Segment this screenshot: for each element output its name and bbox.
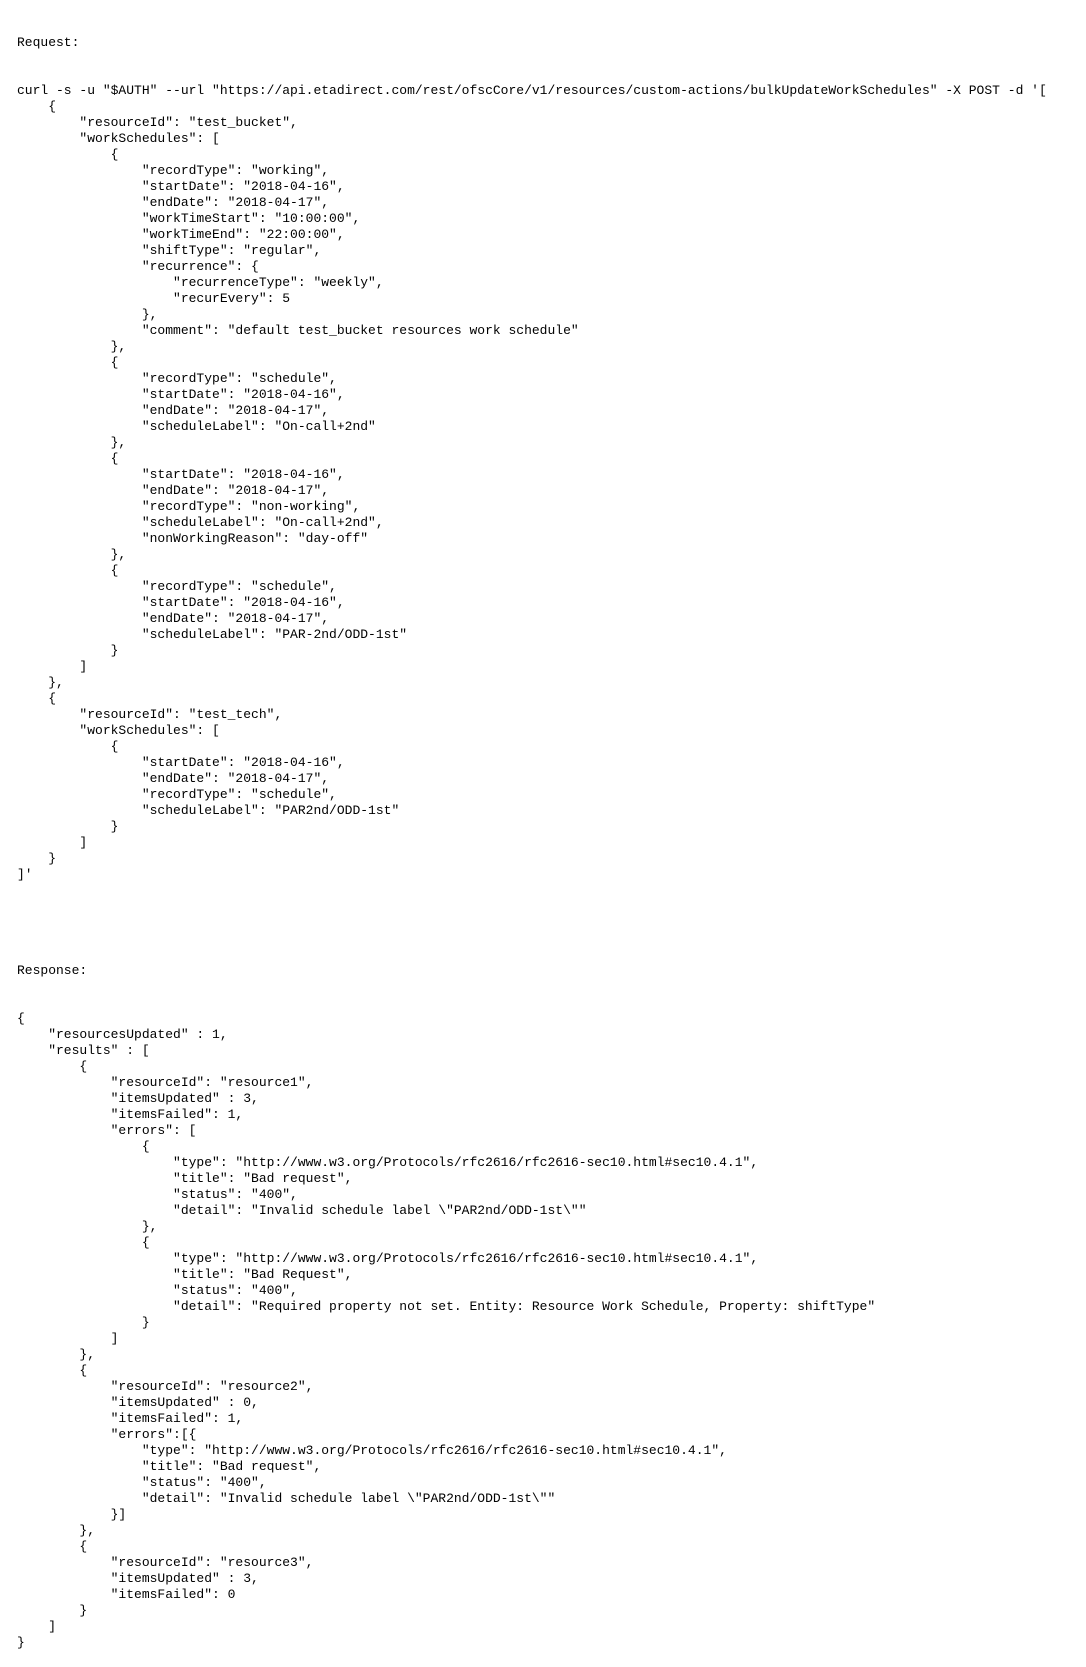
response-code-line: "resourceId": "resource1", [17, 1075, 314, 1090]
response-code-line: { [17, 1363, 88, 1378]
request-code-line: "workSchedules": [ [17, 131, 220, 146]
response-code-line: { [17, 1011, 25, 1026]
response-code-line: "status": "400", [17, 1475, 267, 1490]
request-code-line: }, [17, 675, 64, 690]
response-code-line: ] [17, 1331, 119, 1346]
response-code-line: "detail": "Invalid schedule label \"PAR2… [17, 1491, 556, 1506]
request-code-line: "endDate": "2018-04-17", [17, 611, 330, 626]
request-code-line: { [17, 691, 57, 706]
request-code-line: "nonWorkingReason": "day-off" [17, 531, 369, 546]
request-code-line: } [17, 819, 119, 834]
request-code-line: "endDate": "2018-04-17", [17, 771, 330, 786]
request-code-line: curl -s -u "$AUTH" --url "https://api.et… [17, 83, 1047, 98]
response-code-line: }, [17, 1219, 158, 1234]
response-code-line: "itemsFailed": 1, [17, 1411, 244, 1426]
request-code-line: "recordType": "schedule", [17, 787, 337, 802]
request-code-line: "startDate": "2018-04-16", [17, 755, 345, 770]
request-code-line: } [17, 643, 119, 658]
response-code-line: { [17, 1139, 150, 1154]
response-code-line: "title": "Bad request", [17, 1459, 322, 1474]
response-code-line: "errors": [ [17, 1123, 197, 1138]
response-code-block: { "resourcesUpdated" : 1, "results" : [ … [17, 1011, 1047, 1651]
response-code-line: "type": "http://www.w3.org/Protocols/rfc… [17, 1251, 759, 1266]
response-code-line: { [17, 1235, 150, 1250]
request-code-line: "resourceId": "test_tech", [17, 707, 283, 722]
response-code-line: { [17, 1539, 88, 1554]
request-code-line: "recordType": "non-working", [17, 499, 361, 514]
request-label: Request: [17, 35, 80, 50]
request-code-line: { [17, 451, 119, 466]
response-code-line: }, [17, 1347, 96, 1362]
code-document: Request: curl -s -u "$AUTH" --url "https… [17, 3, 1047, 1667]
request-code-line: "scheduleLabel": "PAR-2nd/ODD-1st" [17, 627, 408, 642]
request-code-line: }, [17, 435, 127, 450]
response-code-line: "title": "Bad request", [17, 1171, 353, 1186]
request-code-line: "workTimeEnd": "22:00:00", [17, 227, 345, 242]
request-code-line: "shiftType": "regular", [17, 243, 322, 258]
response-code-line: }, [17, 1523, 96, 1538]
request-code-line: }, [17, 547, 127, 562]
request-code-line: "scheduleLabel": "On-call+2nd", [17, 515, 384, 530]
response-code-line: "type": "http://www.w3.org/Protocols/rfc… [17, 1443, 727, 1458]
request-code-line: { [17, 355, 119, 370]
response-code-line: "detail": "Invalid schedule label \"PAR2… [17, 1203, 587, 1218]
response-code-line: "resourceId": "resource2", [17, 1379, 314, 1394]
response-code-line: "title": "Bad Request", [17, 1267, 353, 1282]
response-code-line: "itemsFailed": 1, [17, 1107, 244, 1122]
request-code-line: "startDate": "2018-04-16", [17, 387, 345, 402]
request-code-line: "recordType": "schedule", [17, 579, 337, 594]
request-code-line: "scheduleLabel": "PAR2nd/ODD-1st" [17, 803, 400, 818]
request-code-line: "recurrence": { [17, 259, 259, 274]
request-code-line: { [17, 147, 119, 162]
response-code-line: "results" : [ [17, 1043, 150, 1058]
request-code-line: "startDate": "2018-04-16", [17, 179, 345, 194]
response-code-line: } [17, 1635, 25, 1650]
response-code-line: "resourceId": "resource3", [17, 1555, 314, 1570]
blank-line [17, 915, 1047, 931]
request-code-line: "workTimeStart": "10:00:00", [17, 211, 361, 226]
response-code-line: "itemsUpdated" : 3, [17, 1571, 259, 1586]
request-code-line: "recurEvery": 5 [17, 291, 291, 306]
response-code-line: }] [17, 1507, 127, 1522]
response-code-line: } [17, 1315, 150, 1330]
response-code-line: } [17, 1603, 88, 1618]
request-code-block: curl -s -u "$AUTH" --url "https://api.et… [17, 83, 1047, 883]
request-code-line: ]' [17, 867, 33, 882]
response-label: Response: [17, 963, 88, 978]
request-code-line: "endDate": "2018-04-17", [17, 195, 330, 210]
request-code-line: "scheduleLabel": "On-call+2nd" [17, 419, 376, 434]
request-code-line: ] [17, 659, 88, 674]
response-code-line: "type": "http://www.w3.org/Protocols/rfc… [17, 1155, 759, 1170]
request-code-line: "recordType": "schedule", [17, 371, 337, 386]
request-code-line: "resourceId": "test_bucket", [17, 115, 298, 130]
request-code-line: "recordType": "working", [17, 163, 330, 178]
request-code-line: } [17, 851, 57, 866]
response-code-line: ] [17, 1619, 57, 1634]
request-code-line: }, [17, 307, 158, 322]
response-code-line: "errors":[{ [17, 1427, 197, 1442]
request-code-line: "endDate": "2018-04-17", [17, 403, 330, 418]
response-code-line: "resourcesUpdated" : 1, [17, 1027, 228, 1042]
response-code-line: "itemsUpdated" : 3, [17, 1091, 259, 1106]
response-code-line: "status": "400", [17, 1283, 298, 1298]
request-code-line: "workSchedules": [ [17, 723, 220, 738]
request-code-line: }, [17, 339, 127, 354]
response-code-line: { [17, 1059, 88, 1074]
response-code-line: "itemsUpdated" : 0, [17, 1395, 259, 1410]
request-code-line: "startDate": "2018-04-16", [17, 595, 345, 610]
request-code-line: "endDate": "2018-04-17", [17, 483, 330, 498]
response-code-line: "status": "400", [17, 1187, 298, 1202]
response-code-line: "itemsFailed": 0 [17, 1587, 236, 1602]
request-code-line: "recurrenceType": "weekly", [17, 275, 384, 290]
request-code-line: "comment": "default test_bucket resource… [17, 323, 579, 338]
response-code-line: "detail": "Required property not set. En… [17, 1299, 876, 1314]
request-code-line: ] [17, 835, 88, 850]
request-code-line: "startDate": "2018-04-16", [17, 467, 345, 482]
request-code-line: { [17, 563, 119, 578]
request-code-line: { [17, 739, 119, 754]
request-code-line: { [17, 99, 57, 114]
